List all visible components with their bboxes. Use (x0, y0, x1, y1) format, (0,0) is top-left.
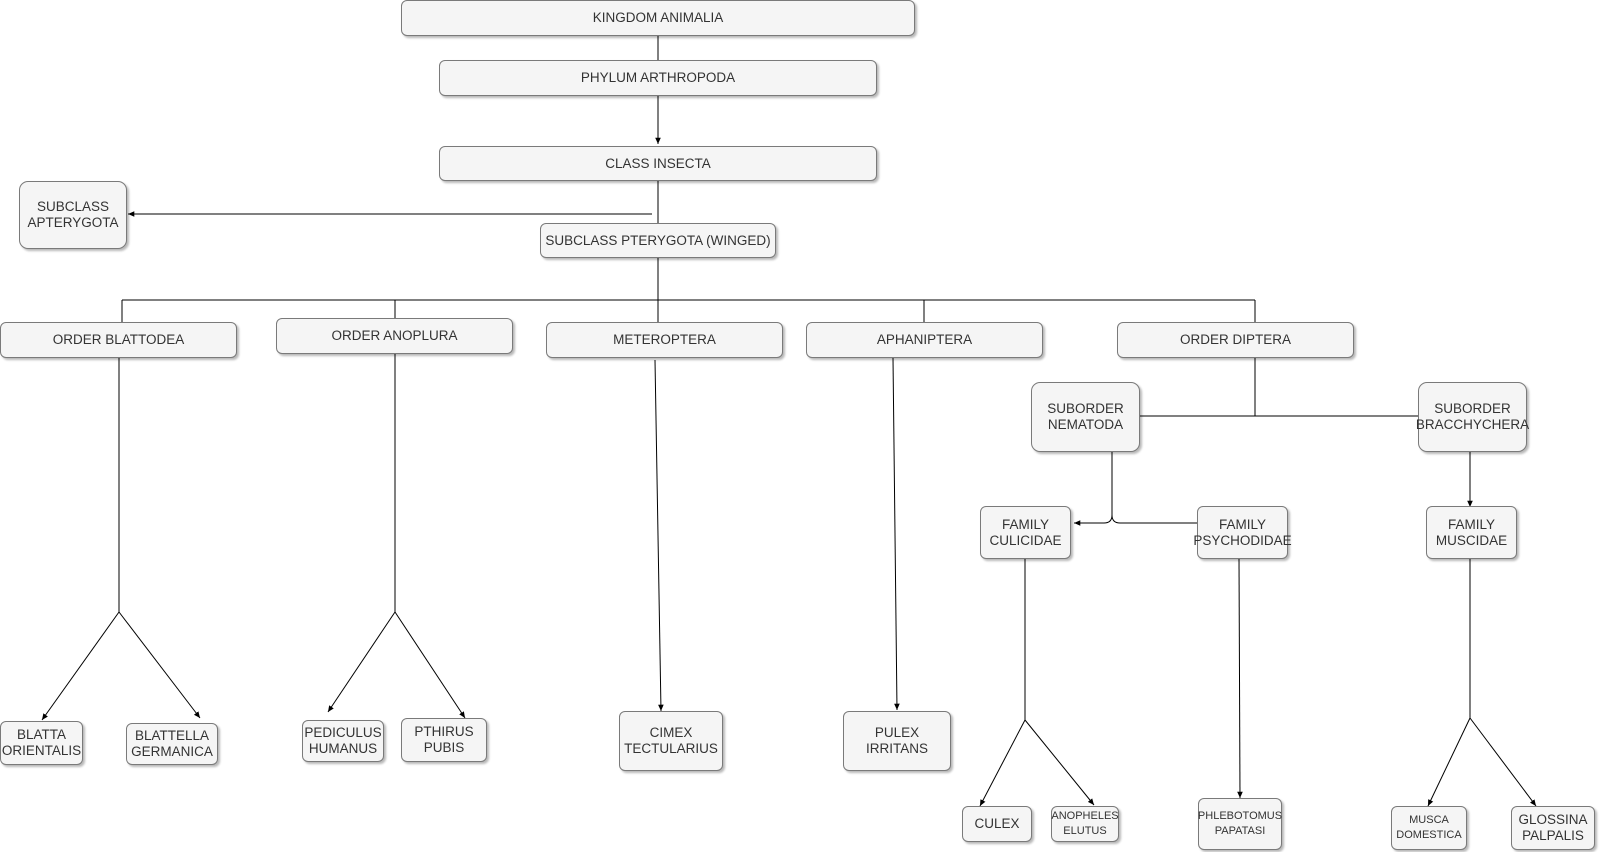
edge-fork-pthirus (394, 611, 466, 719)
edge-nematoda-psychodidae (1111, 514, 1206, 526)
edge-psychodidae-phlebotomus (1237, 557, 1243, 799)
node-blattella-germanica[interactable]: BLATTELLA GERMANICA (126, 723, 218, 765)
edge-fork-blattella (118, 611, 201, 719)
node-aphaniptera[interactable]: APHANIPTERA (806, 322, 1043, 358)
node-pediculus-humanus[interactable]: PEDICULUS HUMANUS (302, 720, 384, 762)
node-culex[interactable]: CULEX (962, 806, 1032, 842)
edge-aphaniptera-pulex (892, 357, 900, 711)
node-family-culicidae[interactable]: FAMILY CULICIDAE (980, 506, 1071, 559)
node-pulex-irritans[interactable]: PULEX IRRITANS (843, 711, 951, 771)
edge-fork-blatta (41, 611, 120, 721)
node-family-psychodidae[interactable]: FAMILY PSYCHODIDAE (1193, 506, 1292, 559)
edge-fork-culex (979, 719, 1026, 807)
node-kingdom-animalia[interactable]: KINGDOM ANIMALIA (401, 0, 915, 36)
node-musca-domestica[interactable]: MUSCA DOMESTICA (1391, 806, 1467, 850)
edge-fork-pediculus (327, 611, 396, 713)
node-blatta-orientalis[interactable]: BLATTA ORIENTALIS (0, 721, 83, 765)
edge-meteroptera-cimex (654, 359, 664, 712)
node-order-diptera[interactable]: ORDER DIPTERA (1117, 322, 1354, 358)
node-subclass-pterygota[interactable]: SUBCLASS PTERYGOTA (WINGED) (540, 223, 776, 258)
edge-fork-glossina (1469, 717, 1537, 807)
node-anopheles-elutus[interactable]: ANOPHELES ELUTUS (1051, 806, 1119, 842)
node-subclass-apterygota[interactable]: SUBCLASS APTERYGOTA (19, 181, 127, 249)
edge-fork-anopheles (1024, 719, 1095, 806)
node-glossina-palpalis[interactable]: GLOSSINA PALPALIS (1511, 806, 1595, 850)
edge-nematoda-split (1074, 452, 1113, 526)
node-suborder-bracchychera[interactable]: SUBORDER BRACCHYCHERA (1416, 382, 1529, 452)
edge-fork-musca (1427, 717, 1471, 807)
node-pthirus-pubis[interactable]: PTHIRUS PUBIS (401, 718, 487, 762)
node-family-muscidae[interactable]: FAMILY MUSCIDAE (1426, 506, 1517, 559)
node-cimex-tectularius[interactable]: CIMEX TECTULARIUS (619, 711, 723, 771)
node-order-anoplura[interactable]: ORDER ANOPLURA (276, 318, 513, 354)
node-phylum-arthropoda[interactable]: PHYLUM ARTHROPODA (439, 60, 877, 96)
node-suborder-nematoda[interactable]: SUBORDER NEMATODA (1031, 382, 1140, 452)
node-meteroptera[interactable]: METEROPTERA (546, 322, 783, 358)
node-order-blattodea[interactable]: ORDER BLATTODEA (0, 322, 237, 358)
node-phlebotomus-papatasi[interactable]: PHLEBOTOMUS PAPATASI (1198, 798, 1282, 850)
node-class-insecta[interactable]: CLASS INSECTA (439, 146, 877, 181)
